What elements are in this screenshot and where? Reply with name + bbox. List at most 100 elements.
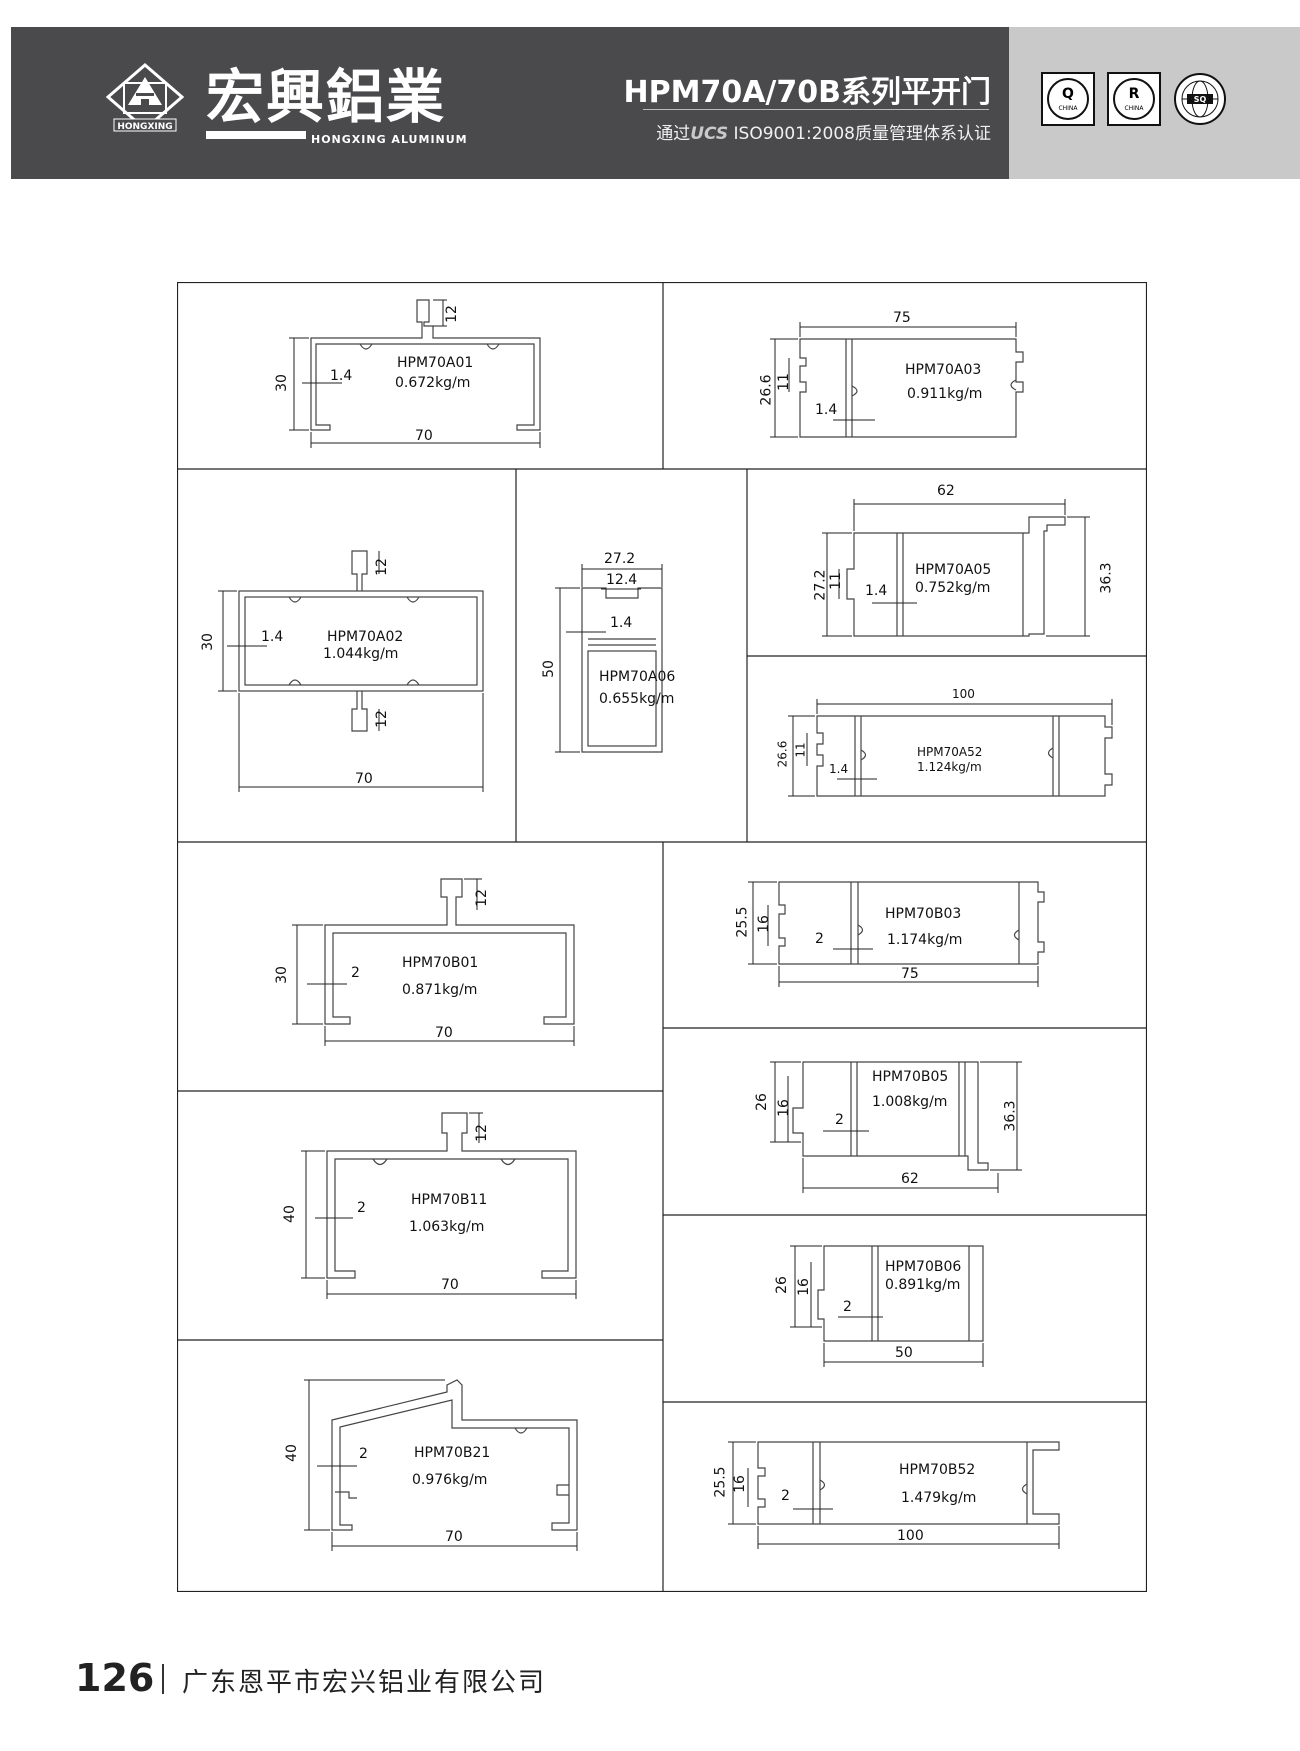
dimension-label: 2 [843,1299,852,1315]
profile-hpm70b05: HPM70B05 1.008kg/m 26 16 2 36.3 62 [663,1028,1147,1215]
profile-weight: 0.672kg/m [395,375,471,391]
profile-weight: 0.891kg/m [885,1277,961,1293]
brand-name-en: HONGXING ALUMINUM [311,133,468,146]
profile-hpm70a01: HPM70A01 0.672kg/m 12 30 1.4 70 [177,282,663,469]
profile-weight: 0.911kg/m [907,386,983,402]
dimension-label: 40 [283,1444,300,1462]
dimension-label: 26 [773,1276,790,1294]
dimension-label: 36.3 [1002,1100,1019,1132]
dimension-label: 12.4 [606,572,638,588]
dimension-label: 50 [540,660,557,678]
company-logo-icon: HONGXING [106,63,184,132]
profile-hpm70b01: HPM70B01 0.871kg/m 12 30 2 70 [177,842,663,1091]
profile-code: HPM70B52 [899,1462,976,1478]
profile-weight: 1.174kg/m [887,932,963,948]
profile-hpm70a05-drawing [822,499,1090,637]
q-china-badge-icon: Q CHINA [1041,72,1095,126]
dimension-label: 12 [443,305,460,323]
profile-hpm70b01-drawing [292,878,575,1046]
profile-code: HPM70A03 [905,362,982,378]
dimension-label: 11 [793,742,808,758]
dimension-label: 1.4 [610,615,633,631]
dimension-label: 27.2 [604,551,636,567]
logo-text: HONGXING [117,122,172,132]
r-china-badge-icon: R CHINA [1107,72,1161,126]
dimension-label: 70 [355,771,373,787]
profile-hpm70a52: HPM70A52 1.124kg/m 100 26.6 11 1.4 [747,656,1147,842]
dimension-label: 1.4 [330,368,353,384]
profile-weight: 0.752kg/m [915,580,991,596]
dimension-label: 30 [273,374,290,392]
profile-code: HPM70A06 [599,669,676,685]
svg-text:CHINA: CHINA [1058,105,1078,112]
profile-hpm70a06-drawing [555,564,663,753]
dimension-label: 16 [795,1278,812,1296]
footer-divider [162,1664,164,1694]
profile-hpm70a02: HPM70A02 1.044kg/m 12 30 1.4 12 70 [177,469,516,842]
profile-hpm70b21-drawing [304,1379,578,1551]
dimension-label: 16 [755,915,772,933]
profile-hpm70a01-drawing [289,299,541,448]
dimension-label: 12 [373,558,390,576]
profile-code: HPM70B11 [411,1192,488,1208]
dimension-label: 75 [901,966,919,982]
profile-hpm70a03: HPM70A03 0.911kg/m 75 26.6 11 1.4 [663,282,1147,469]
cert-prefix: 通过 [656,124,691,144]
profile-code: HPM70A01 [397,355,474,371]
dimension-label: 2 [781,1488,790,1504]
profile-hpm70b11-drawing [301,1112,577,1299]
profile-grid: HPM70A01 0.672kg/m 12 30 1.4 70 HPM70A03… [177,282,1147,1592]
brand-underline [206,131,306,139]
profile-hpm70a03-drawing [770,322,1024,438]
company-name: 广东恩平市宏兴铝业有限公司 [182,1668,547,1698]
profile-hpm70b05-drawing [770,1061,1022,1193]
dimension-label: 100 [897,1528,924,1544]
ucs-mark: UCS [690,124,729,144]
profile-hpm70a52-drawing [788,699,1113,797]
dimension-label: 11 [775,373,792,391]
dimension-label: 50 [895,1345,913,1361]
dimension-label: 25.5 [712,1466,729,1498]
dimension-label: 16 [775,1099,792,1117]
dimension-label: 12 [473,1124,490,1142]
dimension-label: 12 [473,889,490,907]
dimension-label: 2 [815,931,824,947]
grid-lines [177,282,1147,1592]
dimension-label: 70 [445,1529,463,1545]
dimension-label: 40 [281,1205,298,1223]
profile-code: HPM70A02 [327,629,404,645]
profile-code: HPM70B21 [414,1445,491,1461]
profile-hpm70a06: HPM70A06 0.655kg/m 27.2 12.4 1.4 50 [516,469,747,842]
profile-hpm70b21: HPM70B21 0.976kg/m 40 2 70 [177,1340,663,1592]
dimension-label: 1.4 [865,583,888,599]
dimension-label: 62 [901,1171,919,1187]
dimension-label: 1.4 [829,762,849,776]
dimension-label: 2 [351,965,360,981]
dimension-label: 100 [952,687,975,701]
page-number: 126 [75,1656,155,1700]
dimension-label: 2 [835,1112,844,1128]
profile-hpm70b52-drawing [728,1441,1060,1549]
sq-globe-badge-icon: SQ [1174,73,1226,125]
svg-text:SQ: SQ [1194,95,1207,104]
dimension-label: 30 [199,633,216,651]
dimension-label: 70 [441,1277,459,1293]
profile-code: HPM70B03 [885,906,962,922]
profile-hpm70b06: HPM70B06 0.891kg/m 26 16 2 50 [663,1215,1147,1402]
profile-weight: 1.124kg/m [917,760,982,774]
dimension-label: 75 [893,310,911,326]
svg-text:Q: Q [1062,86,1074,102]
dimension-label: 25.5 [734,906,751,938]
cert-suffix: ISO9001:2008质量管理体系认证 [733,124,991,144]
svg-text:CHINA: CHINA [1124,105,1144,112]
profile-code: HPM70A05 [915,562,992,578]
certification-text: 通过UCS ISO9001:2008质量管理体系认证 [611,119,991,144]
profile-code: HPM70B06 [885,1259,962,1275]
dimension-label: 2 [359,1446,368,1462]
profile-code: HPM70B05 [872,1069,949,1085]
brand-name-cn: 宏興鋁業 [206,63,447,131]
dimension-label: 27.2 [812,569,829,601]
dimension-label: 70 [415,428,433,444]
dimension-label: 1.4 [815,402,838,418]
dimension-label: 62 [937,483,955,499]
